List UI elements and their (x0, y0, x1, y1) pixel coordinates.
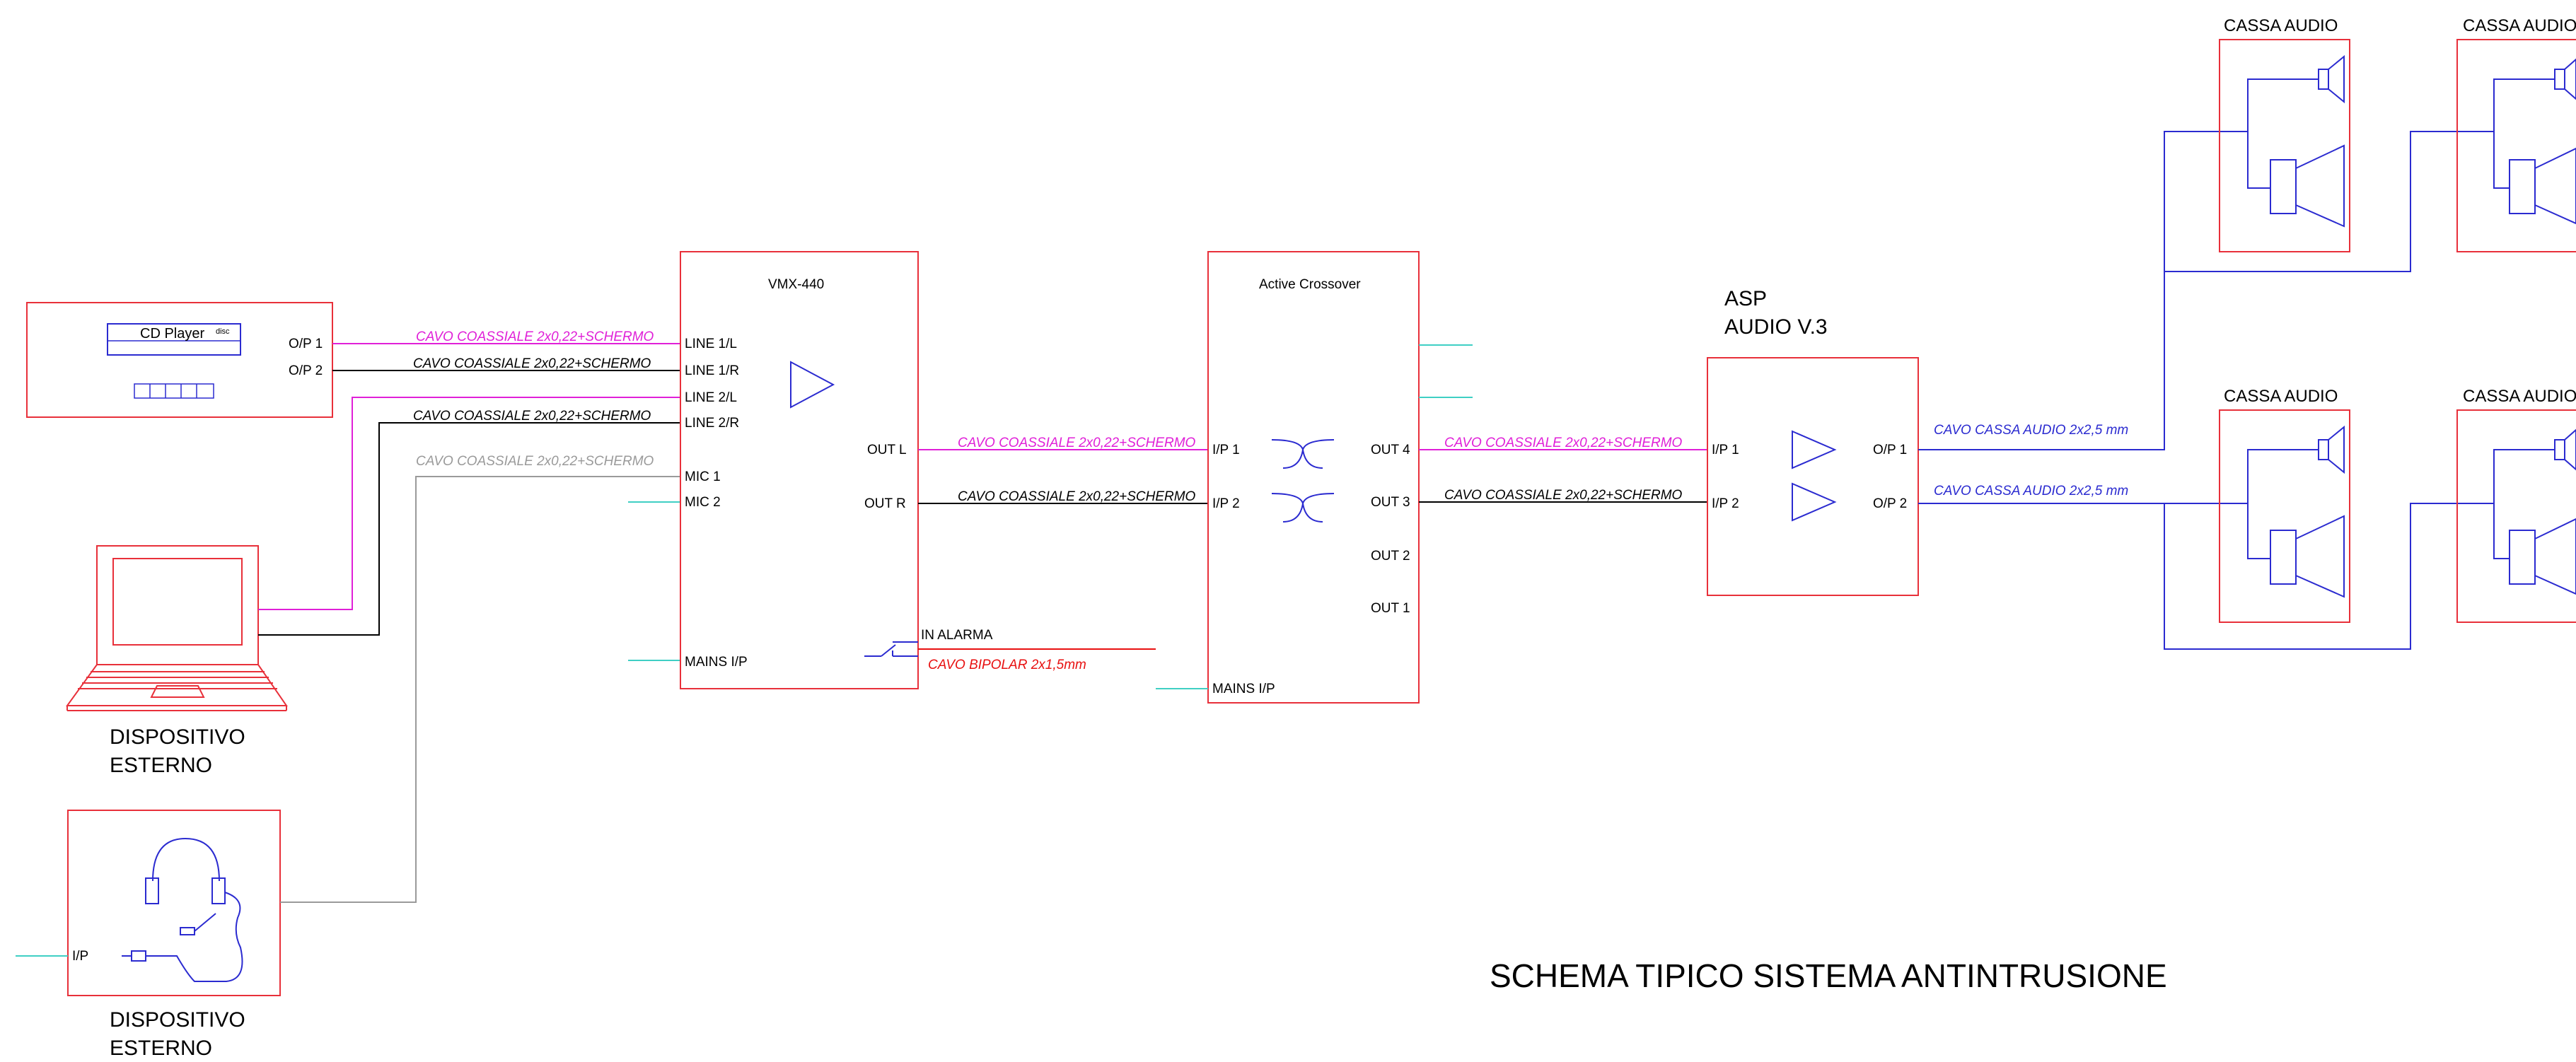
speaker-2-icon (2493, 58, 2576, 225)
alarm-switch-icon (864, 641, 918, 657)
cd-player: CD Player disc O/P 1 O/P 2 (26, 302, 333, 418)
amplifier-asp: ASP AUDIO V.3 I/P 1 I/P 2 O/P 1 O/P 2 (1707, 287, 1919, 596)
laptop-device: DISPOSITIVO ESTERNO (66, 545, 288, 777)
crossover-frame (1207, 251, 1420, 704)
mixer-mains-label: MAINS I/P (685, 655, 748, 670)
speaker-4-label: CASSA AUDIO (2463, 387, 2576, 406)
disc-logo-icon: disc (216, 327, 230, 336)
mixer-input-line2r: LINE 2/R (685, 416, 739, 431)
mixer-vmx440: VMX-440 LINE 1/L LINE 1/R LINE 2/L LINE … (680, 251, 1156, 689)
cable-mic-label: CAVO COASSIALE 2x0,22+SCHERMO (416, 454, 654, 469)
mixer-frame (680, 251, 919, 689)
crossover-out4: OUT 4 (1371, 443, 1410, 457)
amplifier-name-line2: AUDIO V.3 (1724, 315, 1828, 339)
mixer-out-r: OUT R (864, 496, 906, 511)
mixer-alarm-in-label: IN ALARMA (921, 628, 993, 643)
cd-player-label: CD Player (140, 326, 204, 342)
cable-cd-op1-label: CAVO COASSIALE 2x0,22+SCHERMO (416, 329, 654, 344)
headset-frame (67, 810, 281, 996)
laptop-icon (66, 545, 288, 711)
speaker-1-label: CASSA AUDIO (2224, 16, 2338, 35)
cable-laptop-left (258, 397, 680, 610)
crossover-output-cables: CAVO COASSIALE 2x0,22+SCHERMO CAVO COASS… (1419, 436, 1707, 503)
crossover-input-1: I/P 1 (1212, 443, 1240, 457)
crossover-out3: OUT 3 (1371, 495, 1410, 510)
amplifier-input-2: I/P 2 (1712, 496, 1739, 511)
headset-caption-line1: DISPOSITIVO (110, 1008, 245, 1032)
headset-input-label: I/P (72, 949, 88, 964)
cd-player-display (107, 323, 241, 356)
cable-amp-op1 (1918, 131, 2248, 450)
mixer-name: VMX-440 (768, 277, 824, 292)
speaker-1-icon (2247, 54, 2345, 228)
headset-device: I/P DISPOSITIVO ESTERNO (16, 810, 281, 1060)
cable-xover-out3-label: CAVO COASSIALE 2x0,22+SCHERMO (1444, 488, 1683, 503)
mixer-output-cables: CAVO COASSIALE 2x0,22+SCHERMO CAVO COASS… (918, 436, 1208, 504)
amplifier-frame (1707, 357, 1919, 596)
cable-mixer-outl-label: CAVO COASSIALE 2x0,22+SCHERMO (958, 436, 1196, 450)
speaker-1: CASSA AUDIO (2219, 16, 2350, 252)
cable-xover-out4-label: CAVO COASSIALE 2x0,22+SCHERMO (1444, 436, 1683, 450)
source-cables: CAVO COASSIALE 2x0,22+SCHERMO CAVO COASS… (258, 329, 680, 903)
cable-laptop-right (258, 422, 680, 636)
cd-player-op2-label: O/P 2 (289, 363, 323, 378)
cd-player-op1-label: O/P 1 (289, 337, 323, 351)
mixer-input-mic2: MIC 2 (685, 495, 721, 510)
amplifier-output-2: O/P 2 (1873, 496, 1907, 511)
laptop-caption-line1: DISPOSITIVO (110, 725, 245, 749)
crossover-input-2: I/P 2 (1212, 496, 1240, 511)
speaker-3-label: CASSA AUDIO (2224, 387, 2338, 406)
mixer-input-line1l: LINE 1/L (685, 337, 737, 351)
amplifier-channel2-icon (1792, 482, 1837, 522)
speaker-3-icon (2247, 425, 2345, 598)
crossover-mains-label: MAINS I/P (1212, 682, 1275, 696)
speaker-2-label: CASSA AUDIO (2463, 16, 2576, 35)
cd-player-buttons (134, 383, 214, 399)
mixer-input-line1r: LINE 1/R (685, 363, 739, 378)
mixer-input-mic1: MIC 1 (685, 469, 721, 484)
crossover-out1: OUT 1 (1371, 601, 1410, 616)
speaker-2: CASSA AUDIO (2456, 16, 2576, 252)
diagram-title: SCHEMA TIPICO SISTEMA ANTINTRUSIONE (1490, 957, 2167, 994)
cable-cd-op2-label: CAVO COASSIALE 2x0,22+SCHERMO (413, 356, 651, 371)
speaker-cables: CAVO CASSA AUDIO 2x2,5 mm CAVO CASSA AUD… (1918, 131, 2494, 650)
mixer-input-line2l: LINE 2/L (685, 390, 737, 405)
cable-mixer-outr-label: CAVO COASSIALE 2x0,22+SCHERMO (958, 489, 1196, 504)
cd-player-frame (26, 302, 333, 418)
crossover-out2: OUT 2 (1371, 549, 1410, 564)
crossover-name: Active Crossover (1259, 277, 1361, 292)
headset-icon (122, 837, 243, 982)
cable-amp-op1-label: CAVO CASSA AUDIO 2x2,5 mm (1934, 423, 2128, 438)
laptop-caption-line2: ESTERNO (110, 754, 212, 777)
speaker-4-icon (2493, 428, 2576, 595)
filter-curve-icon (1271, 439, 1335, 523)
speaker-3: CASSA AUDIO (2219, 387, 2350, 623)
amplifier-channel1-icon (1792, 430, 1837, 469)
headset-caption-line2: ESTERNO (110, 1037, 212, 1060)
cable-mic (280, 476, 680, 903)
speaker-4: CASSA AUDIO (2456, 387, 2576, 623)
mixer-out-l: OUT L (867, 443, 907, 457)
amplifier-output-1: O/P 1 (1873, 443, 1907, 457)
amplifier-triangle-icon (790, 361, 835, 409)
cable-laptop-label: CAVO COASSIALE 2x0,22+SCHERMO (413, 409, 651, 424)
amplifier-input-1: I/P 1 (1712, 443, 1739, 457)
amplifier-name-line1: ASP (1724, 287, 1767, 310)
cable-amp-op2-label: CAVO CASSA AUDIO 2x2,5 mm (1934, 484, 2128, 498)
alarm-cable-label: CAVO BIPOLAR 2x1,5mm (928, 658, 1086, 672)
cable-amp-op2 (1918, 503, 2494, 650)
active-crossover: Active Crossover I/P 1 I/P 2 OUT 4 OUT 3… (1156, 251, 1473, 704)
